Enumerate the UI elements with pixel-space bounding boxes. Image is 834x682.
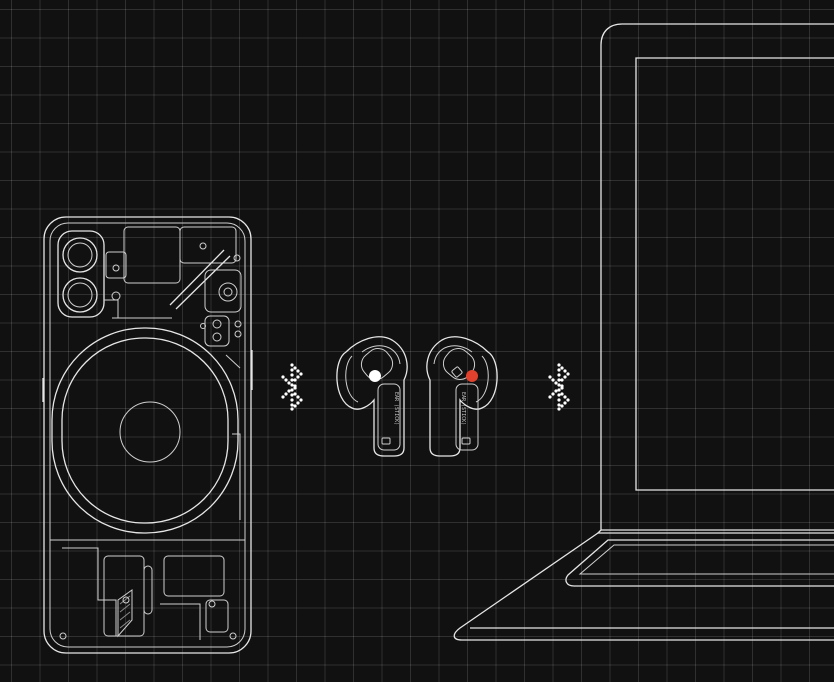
bluetooth-dot	[551, 392, 555, 396]
bluetooth-dot	[287, 389, 291, 393]
bluetooth-dot	[548, 375, 552, 379]
bluetooth-dot	[557, 398, 561, 402]
bluetooth-dot	[557, 407, 561, 411]
phone-illustration	[42, 216, 253, 654]
bluetooth-icon	[548, 363, 570, 411]
bluetooth-dot	[563, 375, 567, 379]
bluetooth-dot	[557, 373, 561, 377]
bluetooth-dot	[557, 383, 561, 387]
bluetooth-dot	[554, 381, 558, 385]
bluetooth-dot	[563, 395, 567, 399]
earbud-left: EAR (STICK)	[336, 336, 408, 457]
bluetooth-dot	[557, 363, 561, 367]
earbud-right-text: EAR (STICK)	[460, 392, 466, 425]
bluetooth-dot	[290, 398, 294, 402]
bluetooth-dot	[293, 404, 297, 408]
bluetooth-dot	[293, 386, 297, 390]
bluetooth-dot	[287, 381, 291, 385]
bluetooth-dot	[560, 378, 564, 382]
bluetooth-dot	[284, 378, 288, 382]
bluetooth-dot	[299, 372, 303, 376]
earbud-right-indicator	[466, 370, 478, 382]
bluetooth-dot	[557, 368, 561, 372]
bluetooth-dot	[560, 366, 564, 370]
bluetooth-dot	[557, 393, 561, 397]
bluetooth-dot	[557, 378, 561, 382]
bluetooth-dot	[293, 392, 297, 396]
bluetooth-dot	[560, 386, 564, 390]
bluetooth-dot	[563, 369, 567, 373]
bluetooth-dot	[548, 395, 552, 399]
bluetooth-dot	[296, 369, 300, 373]
bluetooth-dot	[290, 383, 294, 387]
bluetooth-dot	[290, 368, 294, 372]
bluetooth-dot	[563, 401, 567, 405]
laptop-illustration	[453, 23, 834, 641]
bluetooth-dot	[557, 403, 561, 407]
earbud-left-text: EAR (STICK)	[393, 392, 399, 425]
bluetooth-dot	[566, 372, 570, 376]
earbud-right: EAR (STICK)	[426, 336, 498, 457]
earbud-left-indicator	[369, 370, 381, 382]
bluetooth-icon	[281, 363, 303, 411]
bluetooth-dot	[290, 373, 294, 377]
bluetooth-dot	[293, 378, 297, 382]
bluetooth-dot	[560, 392, 564, 396]
bluetooth-dot	[284, 392, 288, 396]
bluetooth-dot	[290, 393, 294, 397]
bluetooth-dot	[290, 388, 294, 392]
bluetooth-dot	[293, 366, 297, 370]
bluetooth-dot	[296, 375, 300, 379]
bluetooth-dot	[296, 395, 300, 399]
bluetooth-dot	[554, 389, 558, 393]
bluetooth-dot	[299, 398, 303, 402]
bluetooth-dot	[551, 378, 555, 382]
bluetooth-dot	[566, 398, 570, 402]
bluetooth-dot	[560, 404, 564, 408]
bluetooth-dot	[281, 395, 285, 399]
bluetooth-dot	[290, 378, 294, 382]
bluetooth-dot	[281, 375, 285, 379]
bluetooth-dot	[557, 388, 561, 392]
bluetooth-dot	[290, 363, 294, 367]
bluetooth-dot	[296, 401, 300, 405]
bluetooth-dot	[290, 403, 294, 407]
bluetooth-dot	[290, 407, 294, 411]
